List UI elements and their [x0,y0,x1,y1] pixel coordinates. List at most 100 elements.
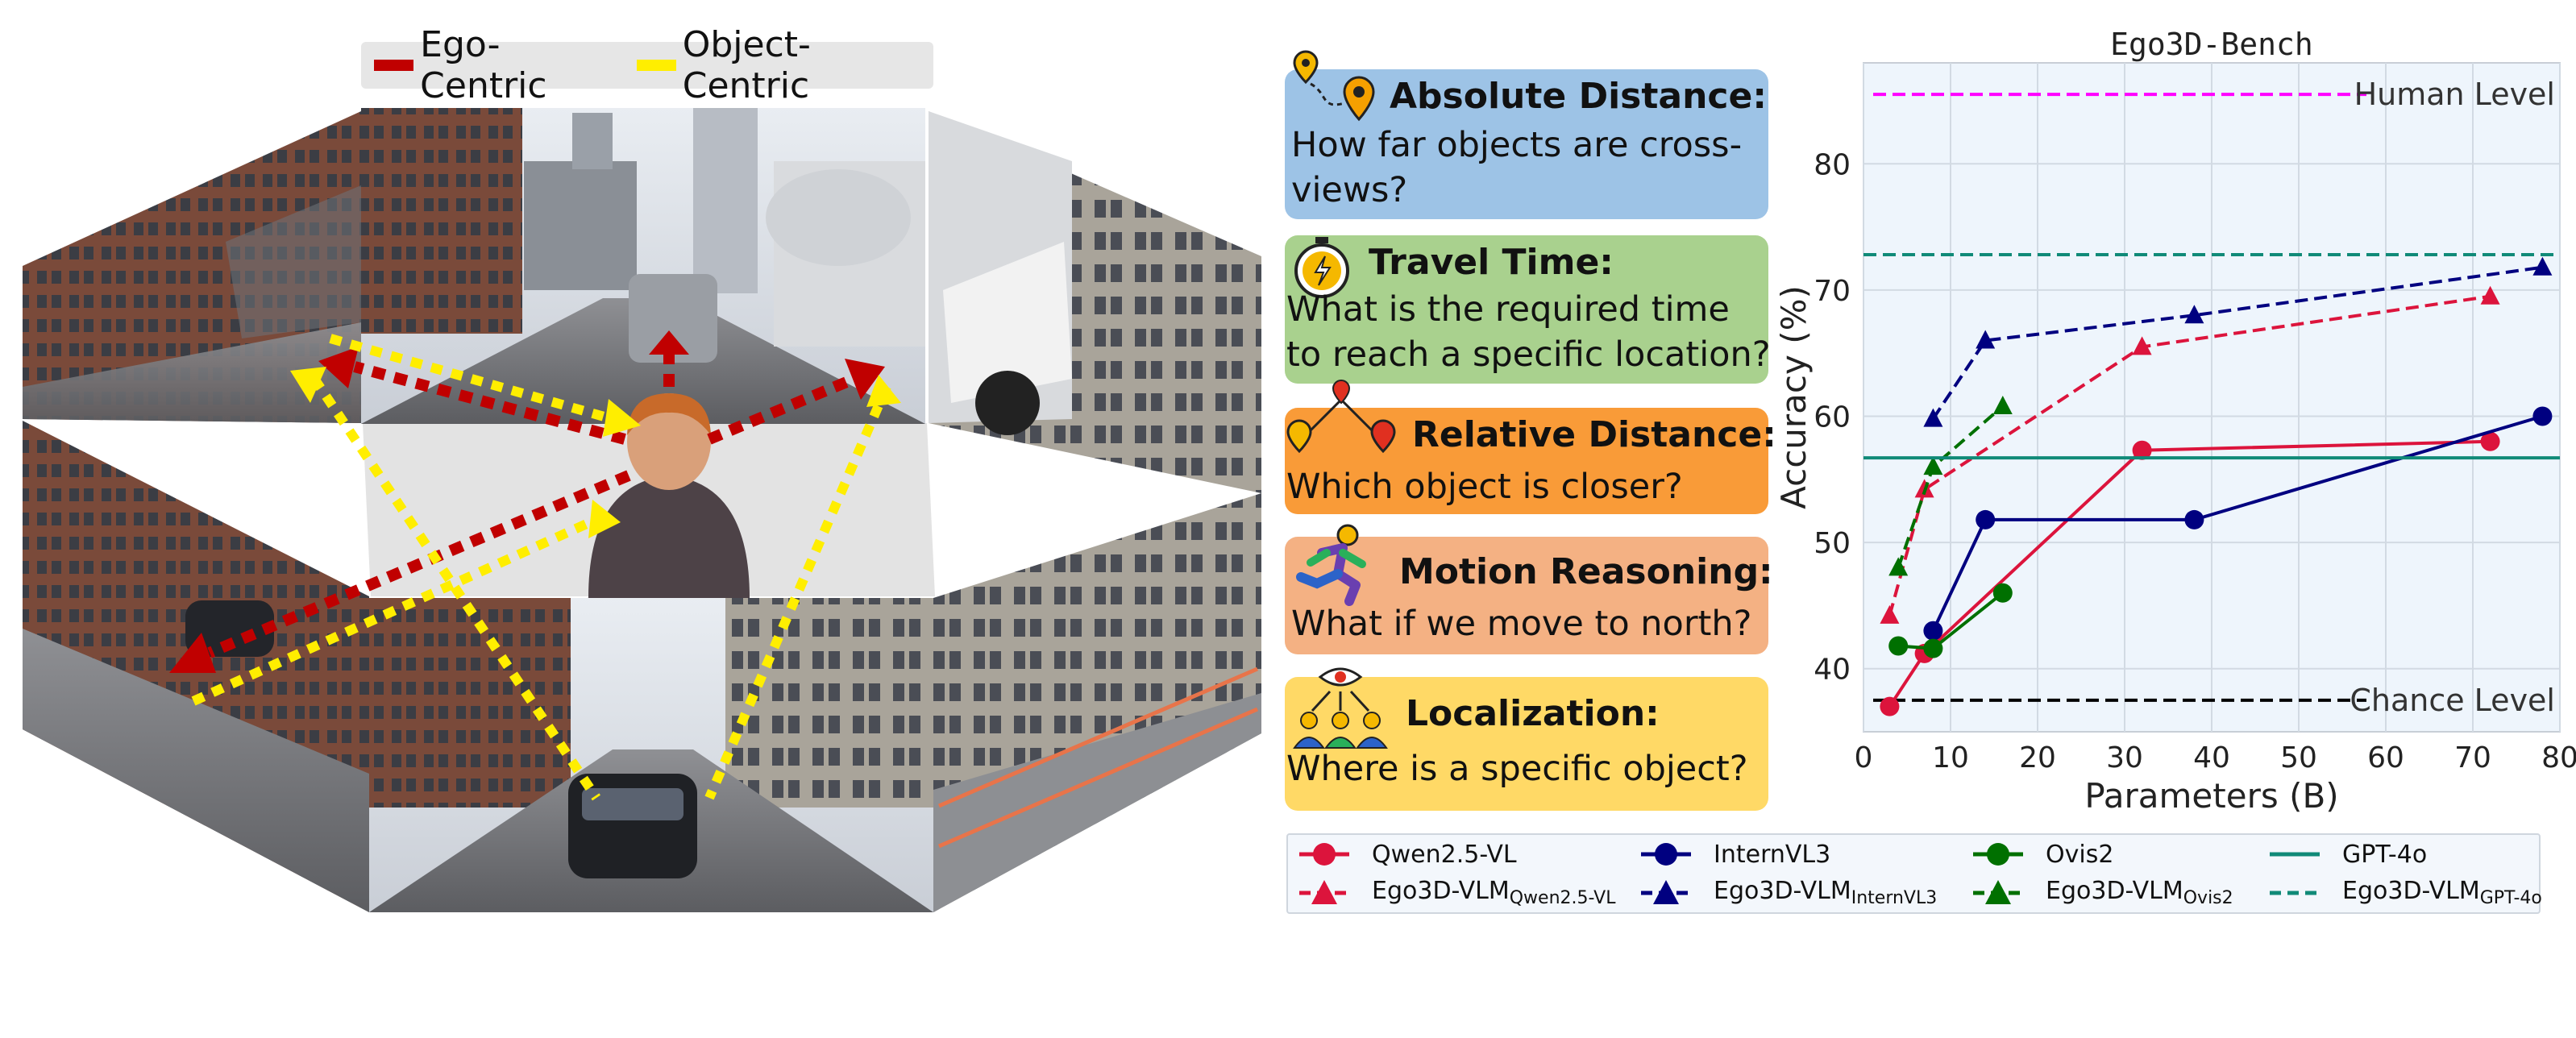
camera-view-front-right [929,111,1261,493]
data-point [1923,638,1943,658]
card-absolute-distance: Absolute Distance: How far objects are c… [1285,50,1768,219]
data-point [1923,456,1943,475]
object-centric-swatch [636,60,676,71]
series-line [1931,265,2543,420]
legend-label: InternVL3 [1714,840,1831,869]
data-point [1976,330,1996,349]
legend-ovis: Ovis2 [1970,840,2113,869]
object-centric-arrows [191,334,901,801]
card-localization: Localization: Where is a specific object… [1285,667,1768,811]
x-tick-label: 50 [2280,741,2317,774]
legend-ego3d-internvl: Ego3D-VLMInternVL3 [1638,877,1937,908]
card-text-absolute-distance-line2: views? [1291,170,1408,210]
legend-item-ego-centric: Ego-Centric [374,24,624,106]
data-point [1976,509,1996,529]
data-point [1888,557,1909,576]
card-title-absolute-distance: Absolute Distance: [1390,76,1767,117]
data-point [1880,696,1900,716]
scene-illustration [23,108,1261,912]
card-travel-time: Travel Time: What is the required time t… [1285,235,1771,384]
chart-legend: Qwen2.5-VL Ego3D-VLMQwen2.5-VL InternVL3… [1286,833,2542,914]
x-tick-label: 10 [1932,741,1969,774]
legend-marker-circle-navy [1641,843,1691,866]
data-point [1992,395,2013,414]
legend-qwen: Qwen2.5-VL [1296,840,1517,869]
data-point [2184,509,2204,529]
legend-label: Ovis2 [2046,840,2114,869]
legend-label: Ego3D-VLMOvis2 [2046,877,2233,908]
card-title-motion-reasoning: Motion Reasoning: [1399,551,1773,592]
camera-view-front-left [23,111,361,423]
y-tick-label: 60 [1814,401,1851,434]
legend-ego3d-qwen: Ego3D-VLMQwen2.5-VL [1296,877,1615,908]
card-text-travel-time-line2: to reach a specific location? [1286,334,1771,375]
data-point [1923,408,1943,427]
chart-title: Ego3D-Bench [2110,29,2313,62]
x-tick-label: 0 [1855,741,1873,774]
arrow-legend: Ego-Centric Object-Centric [361,24,933,106]
ego-centric-arrows [169,330,885,673]
ego-centric-swatch [374,60,414,71]
legend-label: Ego3D-VLMGPT-4o [2342,877,2542,908]
reference-line-label: Human Level [2354,77,2555,112]
data-point [2132,440,2152,460]
card-title-relative-distance: Relative Distance: [1412,414,1776,455]
ego-person-figure [588,393,750,598]
legend-ego3d-ovis: Ego3D-VLMOvis2 [1970,877,2233,908]
legend-marker-circle-green [1973,843,2023,866]
multi-view-scene [0,0,1273,919]
legend-item-object-centric: Object-Centric [636,24,933,106]
x-tick-label: 20 [2019,741,2056,774]
card-text-absolute-distance-line1: How far objects are cross- [1291,125,1743,165]
series-2 [1923,406,2553,641]
series-4 [1888,583,2013,658]
map-pin-route-icon [1293,50,1375,122]
legend-marker-triangle-navy [1641,879,1691,904]
grid-lines [1863,63,2561,732]
object-centric-label: Object-Centric [682,24,811,106]
question-type-cards: Absolute Distance: How far objects are c… [1285,50,1776,811]
card-title-localization: Localization: [1406,693,1660,734]
card-text-motion-reasoning-line1: What if we move to north? [1291,604,1752,644]
y-tick-label: 70 [1814,275,1851,308]
series-line [1931,414,2543,632]
legend-marker-circle-red [1299,843,1349,866]
y-axis-label: Accuracy (%) [1774,285,1814,509]
camera-view-back [369,598,933,912]
card-text-travel-time-line1: What is the required time [1286,289,1730,330]
x-tick-label: 70 [2454,741,2491,774]
x-tick-label: 60 [2367,741,2404,774]
series-1 [1880,285,2500,624]
x-axis-label: Parameters (B) [2084,776,2338,816]
legend-gpt4o: GPT-4o [2266,840,2427,869]
card-text-localization-line1: Where is a specific object? [1286,749,1748,789]
map-pins-triangle-icon [1286,379,1396,454]
x-tick-label: 80 [2541,741,2576,774]
data-point [2532,406,2553,426]
data-point [2532,256,2553,276]
data-point [2480,285,2500,305]
data-point [2184,305,2204,324]
data-point [1880,604,1900,624]
data-point [1992,583,2013,603]
y-tick-label: 40 [1814,654,1851,687]
stopwatch-icon [1294,237,1349,298]
eye-people-icon [1293,667,1388,749]
legend-label: GPT-4o [2342,840,2428,869]
reference-line-label: Chance Level [2350,683,2555,718]
y-tick-label: 50 [1814,527,1851,560]
x-tick-label: 40 [2193,741,2230,774]
camera-view-front [361,108,925,424]
series-line [1888,294,2491,617]
legend-label: Ego3D-VLMInternVL3 [1714,877,1938,908]
legend-marker-triangle-green [1973,879,2023,904]
legend-marker-dashed-teal [2270,891,2320,895]
data-point [2480,431,2500,451]
series-3 [1923,256,2553,427]
series-line [1888,439,2491,708]
legend-marker-triangle-red [1299,879,1349,904]
